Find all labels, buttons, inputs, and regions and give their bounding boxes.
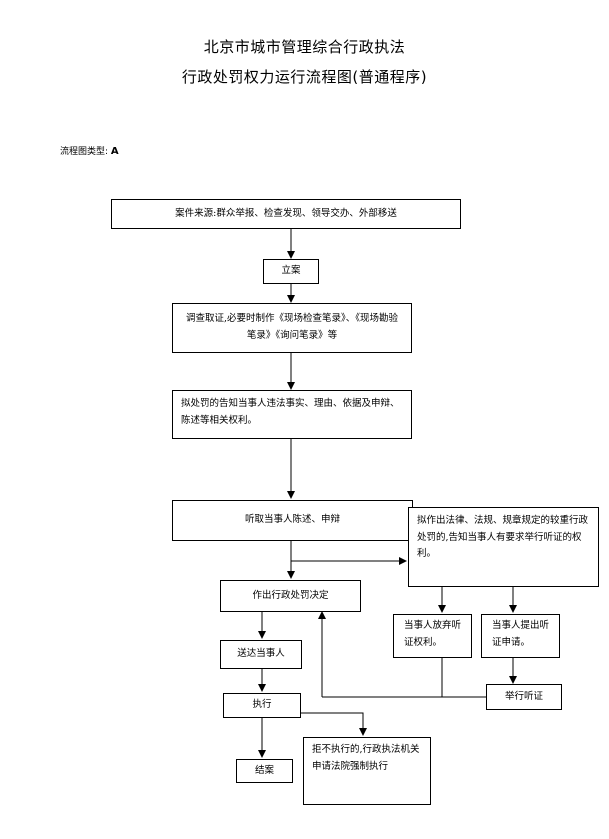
- node-notify: 拟处罚的告知当事人违法事实、理由、依据及申辩、陈述等相关权利。: [172, 390, 412, 439]
- node-request-text: 当事人提出听证申请。: [492, 620, 550, 648]
- page-subtitle: 行政处罚权力运行流程图(普通程序): [181, 68, 428, 86]
- node-refuse: 拒不执行的,行政执法机关申请法院强制执行: [303, 737, 431, 805]
- node-hold-hearing: 举行听证: [486, 684, 562, 710]
- node-serve-text: 送达当事人: [237, 648, 285, 660]
- page-title: 北京市城市管理综合行政执法: [203, 38, 406, 56]
- arrow-execute-to-refuse: [301, 712, 367, 736]
- node-register-text: 立案: [281, 265, 301, 277]
- node-investigate: 调查取证,必要时制作《现场检查笔录》、《现场勘验笔录》《询问笔录》等: [172, 303, 412, 353]
- node-execute: 执行: [223, 693, 301, 718]
- flowchart-type-label: 流程图类型:: [60, 147, 109, 157]
- node-request: 当事人提出听证申请。: [481, 614, 560, 658]
- node-waive-text: 当事人放弃听证权利。: [404, 620, 462, 648]
- node-case-source-text: 案件来源:群众举报、检查发现、领导交办、外部移送: [175, 207, 397, 219]
- node-close-text: 结案: [254, 764, 274, 776]
- node-waive: 当事人放弃听证权利。: [393, 614, 472, 658]
- node-execute-text: 执行: [252, 699, 272, 711]
- node-hold-hearing-text: 举行听证: [504, 690, 543, 702]
- node-register: 立案: [263, 259, 319, 284]
- node-hearing-notice-text: 拟作出法律、法规、规章规定的较重行政处罚的,告知当事人有要求举行听证的权利。: [417, 515, 589, 560]
- node-hear-statement-text: 听取当事人陈述、申辩: [244, 514, 340, 526]
- node-hear-statement: 听取当事人陈述、申辩: [172, 500, 413, 541]
- node-notify-text: 拟处罚的告知当事人违法事实、理由、依据及申辩、陈述等相关权利。: [181, 398, 400, 426]
- node-decision-text: 作出行政处罚决定: [252, 589, 329, 601]
- flowchart-type-value: A: [110, 146, 119, 157]
- node-case-source: 案件来源:群众举报、检查发现、领导交办、外部移送: [111, 199, 461, 229]
- flowchart-type: 流程图类型: A: [60, 144, 119, 157]
- node-hearing-notice: 拟作出法律、法规、规章规定的较重行政处罚的,告知当事人有要求举行听证的权利。: [408, 507, 599, 587]
- node-close: 结案: [236, 759, 293, 783]
- node-serve: 送达当事人: [220, 640, 302, 669]
- node-investigate-text: 调查取证,必要时制作《现场检查笔录》、《现场勘验笔录》《询问笔录》等: [185, 313, 399, 341]
- node-decision: 作出行政处罚决定: [220, 580, 361, 612]
- node-refuse-text: 拒不执行的,行政执法机关申请法院强制执行: [312, 744, 420, 772]
